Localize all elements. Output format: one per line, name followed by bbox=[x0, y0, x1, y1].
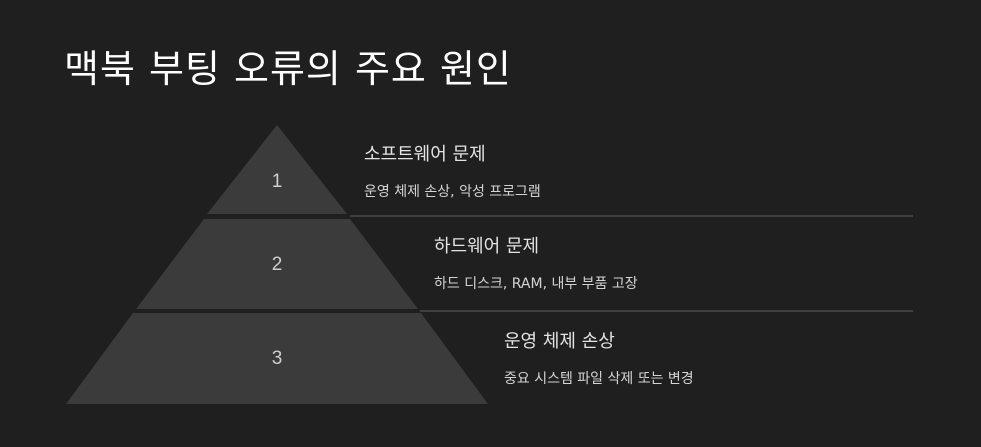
tier-2-text: 하드웨어 문제 하드 디스크, RAM, 내부 부품 고장 bbox=[434, 232, 638, 293]
tier-3-shape bbox=[66, 313, 488, 404]
page-title: 맥북 부팅 오류의 주요 원인 bbox=[64, 47, 512, 91]
tier-3-text: 운영 체제 손상 중요 시스템 파일 삭제 또는 변경 bbox=[504, 327, 694, 388]
tier-1-title: 소프트웨어 문제 bbox=[364, 144, 486, 165]
tier-2-number: 2 bbox=[271, 254, 283, 275]
tier-3-number: 3 bbox=[271, 348, 283, 369]
tier-2-description: 하드 디스크, RAM, 내부 부품 고장 bbox=[434, 276, 638, 292]
tier-1-number: 1 bbox=[271, 171, 283, 192]
tier-3-title: 운영 체제 손상 bbox=[504, 331, 615, 352]
tier-1-text: 소프트웨어 문제 운영 체제 손상, 악성 프로그램 bbox=[364, 140, 541, 201]
tier-2-shape bbox=[136, 219, 418, 309]
tier-2-title: 하드웨어 문제 bbox=[434, 236, 540, 257]
tier-1-description: 운영 체제 손상, 악성 프로그램 bbox=[364, 184, 541, 200]
tier-1-shape bbox=[207, 125, 347, 214]
tier-3-description: 중요 시스템 파일 삭제 또는 변경 bbox=[504, 371, 694, 387]
